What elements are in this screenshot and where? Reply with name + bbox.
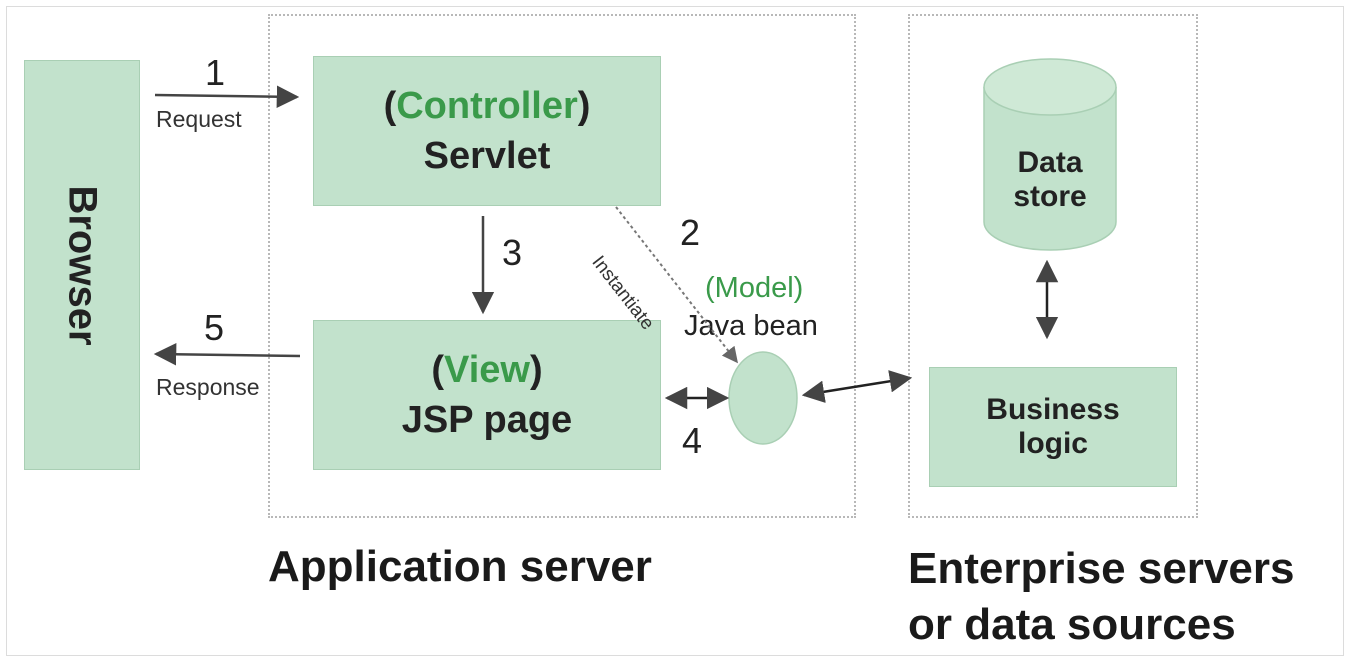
enterprise-caption-line1: Enterprise servers bbox=[908, 544, 1295, 593]
bean-enterprise-arrow bbox=[801, 370, 913, 403]
java-bean-label: Java bean bbox=[684, 310, 818, 342]
step-4-number: 4 bbox=[682, 420, 703, 461]
step-3-number: 3 bbox=[502, 232, 523, 273]
data-store-line2: store bbox=[1013, 180, 1087, 213]
enterprise-servers-region bbox=[908, 14, 1198, 518]
controller-servlet-box: (Controller) Servlet bbox=[313, 56, 661, 206]
controller-role: Controller bbox=[396, 85, 578, 127]
model-role: Model bbox=[714, 272, 794, 304]
request-arrow bbox=[154, 85, 300, 108]
step-2-number: 2 bbox=[680, 212, 701, 253]
enterprise-caption-line2: or data sources bbox=[908, 600, 1236, 649]
step-5-number: 5 bbox=[204, 307, 225, 348]
business-logic-line1: Business bbox=[986, 393, 1120, 426]
jsp-page-label: JSP page bbox=[401, 399, 573, 441]
application-server-caption: Application server bbox=[268, 542, 652, 591]
response-arrow bbox=[153, 343, 301, 366]
view-jsp-box: (View) JSP page bbox=[313, 320, 661, 470]
data-store-label: Data store bbox=[984, 140, 1116, 220]
servlet-label: Servlet bbox=[423, 135, 551, 177]
step-1-label: Request bbox=[156, 106, 242, 132]
business-logic-box: Business logic bbox=[929, 367, 1177, 487]
step-5-label: Response bbox=[156, 374, 260, 400]
application-server-region bbox=[268, 14, 856, 518]
instantiate-arrow bbox=[615, 206, 738, 364]
data-store-line1: Data bbox=[1017, 146, 1083, 179]
view-role-line: (View) bbox=[431, 349, 543, 391]
step-1-number: 1 bbox=[205, 52, 226, 93]
java-bean-ellipse bbox=[728, 351, 798, 445]
data-store-cylinder bbox=[983, 58, 1117, 251]
business-logic-line2: logic bbox=[1017, 427, 1088, 460]
model-role-line: (Model) bbox=[705, 272, 804, 304]
diagram-frame bbox=[6, 6, 1344, 656]
controller-role-line: (Controller) bbox=[383, 85, 591, 127]
view-role: View bbox=[444, 349, 530, 391]
browser-box: Browser bbox=[24, 60, 140, 470]
